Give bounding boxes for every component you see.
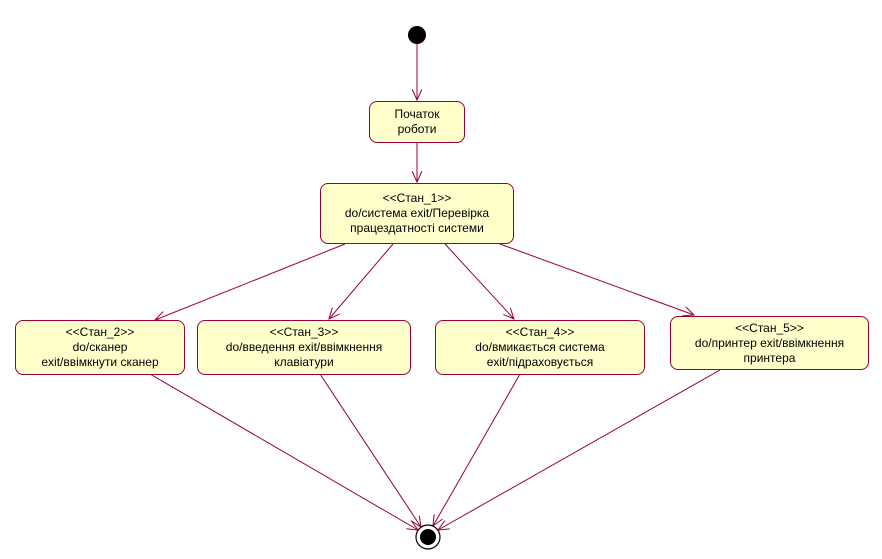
state-5[interactable]: <<Стан_5>> do/принтер exit/ввімкнення пр… — [670, 316, 869, 370]
state-2[interactable]: <<Стан_2>> do/сканер exit/ввімкнути скан… — [15, 320, 185, 375]
state-1-line-2: do/система exit/Перевірка — [344, 206, 490, 220]
state-2-line-2: do/сканер — [72, 340, 128, 354]
transition-state-1-to-state-4 — [444, 243, 514, 319]
transition-state-1-to-state-5 — [499, 243, 694, 315]
state-start-work-line-2: роботи — [397, 122, 437, 136]
state-3-stereotype: <<Стан_3>> — [269, 325, 339, 339]
state-3[interactable]: <<Стан_3>> do/введення exit/ввімкнення к… — [197, 320, 411, 375]
transition-state-1-to-state-3 — [329, 243, 394, 319]
state-2-stereotype: <<Стан_2>> — [65, 325, 135, 339]
state-5-line-3: принтера — [743, 350, 796, 365]
transition-state-5-to-final — [438, 369, 721, 530]
state-4-line-3: exit/підраховується — [486, 355, 594, 369]
state-2-line-3: exit/ввімкнути сканер — [41, 355, 159, 369]
transition-state-4-to-final — [433, 373, 521, 526]
state-5-line-2: do/принтер exit/ввімкнення — [694, 335, 845, 350]
state-1-stereotype: <<Стан_1>> — [382, 191, 452, 205]
state-1[interactable]: <<Стан_1>> do/система exit/Перевірка пра… — [320, 183, 514, 244]
state-3-line-3: клавіатури — [274, 355, 334, 369]
state-4[interactable]: <<Стан_4>> do/вмикається система exit/пі… — [435, 320, 645, 375]
transition-state-1-to-state-2 — [155, 243, 346, 320]
initial-state-icon — [408, 26, 426, 44]
transition-state-2-to-final — [149, 373, 418, 530]
state-3-line-2: do/введення exit/ввімкнення — [225, 340, 383, 354]
final-state-icon — [415, 524, 441, 550]
transition-state-3-to-final — [319, 373, 421, 527]
state-start-work-line-1: Початок — [394, 107, 440, 121]
state-4-stereotype: <<Стан_4>> — [505, 325, 575, 339]
state-5-stereotype: <<Стан_5>> — [735, 320, 804, 335]
state-1-line-3: працездатності системи — [350, 221, 484, 235]
state-start-work[interactable]: Початок роботи — [369, 101, 465, 143]
state-4-line-2: do/вмикається система — [475, 340, 605, 354]
